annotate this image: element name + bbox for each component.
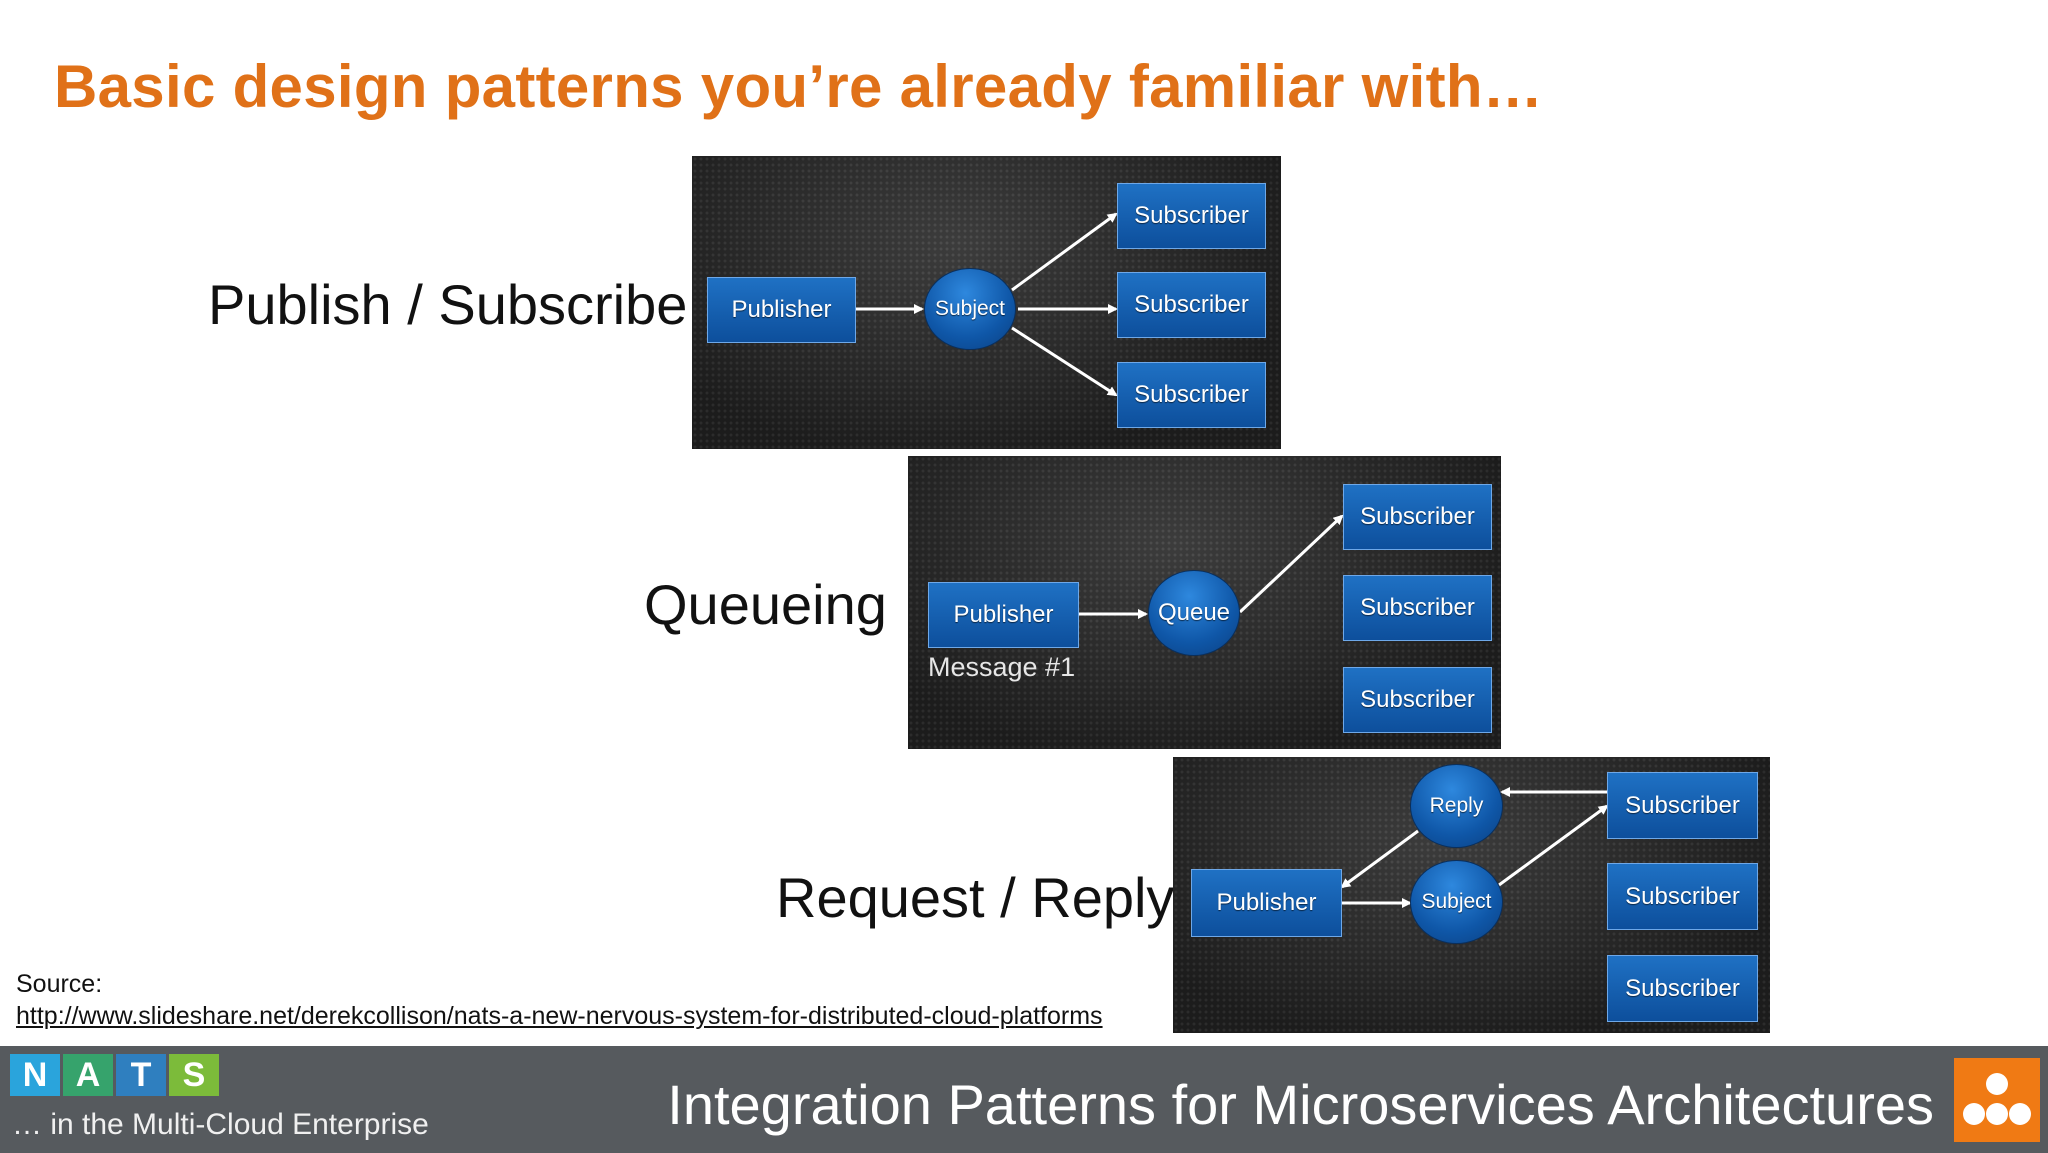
arrow-subject-to-subscriber-3 xyxy=(1011,326,1118,397)
queueing-label: Queueing xyxy=(644,573,887,636)
request-reply-diagram: Publisher Reply Subject Subscriber Subsc… xyxy=(1173,757,1770,1033)
pubsub-subject-node: Subject xyxy=(924,268,1016,350)
pubsub-subscriber-node: Subscriber xyxy=(1117,272,1266,338)
footer-tagline: … in the Multi-Cloud Enterprise xyxy=(12,1108,429,1141)
request-reply-arrows xyxy=(1340,787,1609,908)
source-label: Source: xyxy=(16,970,103,998)
queueing-arrows xyxy=(1079,514,1344,619)
brand-dots-icon xyxy=(1954,1058,2040,1142)
arrow-subject-to-subscriber xyxy=(1498,804,1609,887)
queueing-subscriber-node: Subscriber xyxy=(1343,667,1492,733)
pubsub-diagram: Publisher Subject Subscriber Subscriber … xyxy=(692,156,1281,449)
queueing-subscriber-node: Subscriber xyxy=(1343,484,1492,550)
footer-bar: N A T S … in the Multi-Cloud Enterprise … xyxy=(0,1046,2048,1153)
nats-logo: N A T S xyxy=(10,1054,219,1100)
request-reply-subject-node: Subject xyxy=(1410,860,1503,944)
arrow-subject-to-subscriber-1 xyxy=(1011,212,1118,292)
arrow-reply-to-publisher xyxy=(1340,829,1419,889)
pubsub-publisher-node: Publisher xyxy=(707,277,856,343)
pubsub-subscriber-node: Subscriber xyxy=(1117,183,1266,249)
request-reply-subscriber-node: Subscriber xyxy=(1607,955,1758,1022)
arrow-queue-to-subscriber-1 xyxy=(1238,514,1344,614)
request-reply-label: Request / Reply xyxy=(776,866,1175,929)
nats-logo-letter: T xyxy=(116,1054,166,1096)
request-reply-reply-node: Reply xyxy=(1410,764,1503,848)
queueing-publisher-node: Publisher xyxy=(928,582,1079,648)
request-reply-subscriber-node: Subscriber xyxy=(1607,772,1758,839)
request-reply-publisher-node: Publisher xyxy=(1191,869,1342,937)
footer-title: Integration Patterns for Microservices A… xyxy=(667,1073,1934,1136)
source-citation: Source: http://www.slideshare.net/derekc… xyxy=(16,968,1103,1032)
queueing-diagram: Publisher Message #1 Queue Subscriber Su… xyxy=(908,456,1501,749)
nats-logo-letter: A xyxy=(63,1054,113,1096)
queueing-subscriber-node: Subscriber xyxy=(1343,575,1492,641)
source-link[interactable]: http://www.slideshare.net/derekcollison/… xyxy=(16,1002,1103,1030)
slide-title: Basic design patterns you’re already fam… xyxy=(54,53,1544,120)
queueing-message-label: Message #1 xyxy=(928,652,1076,682)
pubsub-label: Publish / Subscribe xyxy=(208,273,688,336)
pubsub-subscriber-node: Subscriber xyxy=(1117,362,1266,428)
pubsub-arrows xyxy=(856,212,1118,397)
nats-logo-letter: N xyxy=(10,1054,60,1096)
nats-logo-letter: S xyxy=(169,1054,219,1096)
request-reply-subscriber-node: Subscriber xyxy=(1607,863,1758,930)
queueing-queue-node: Queue xyxy=(1148,570,1240,656)
